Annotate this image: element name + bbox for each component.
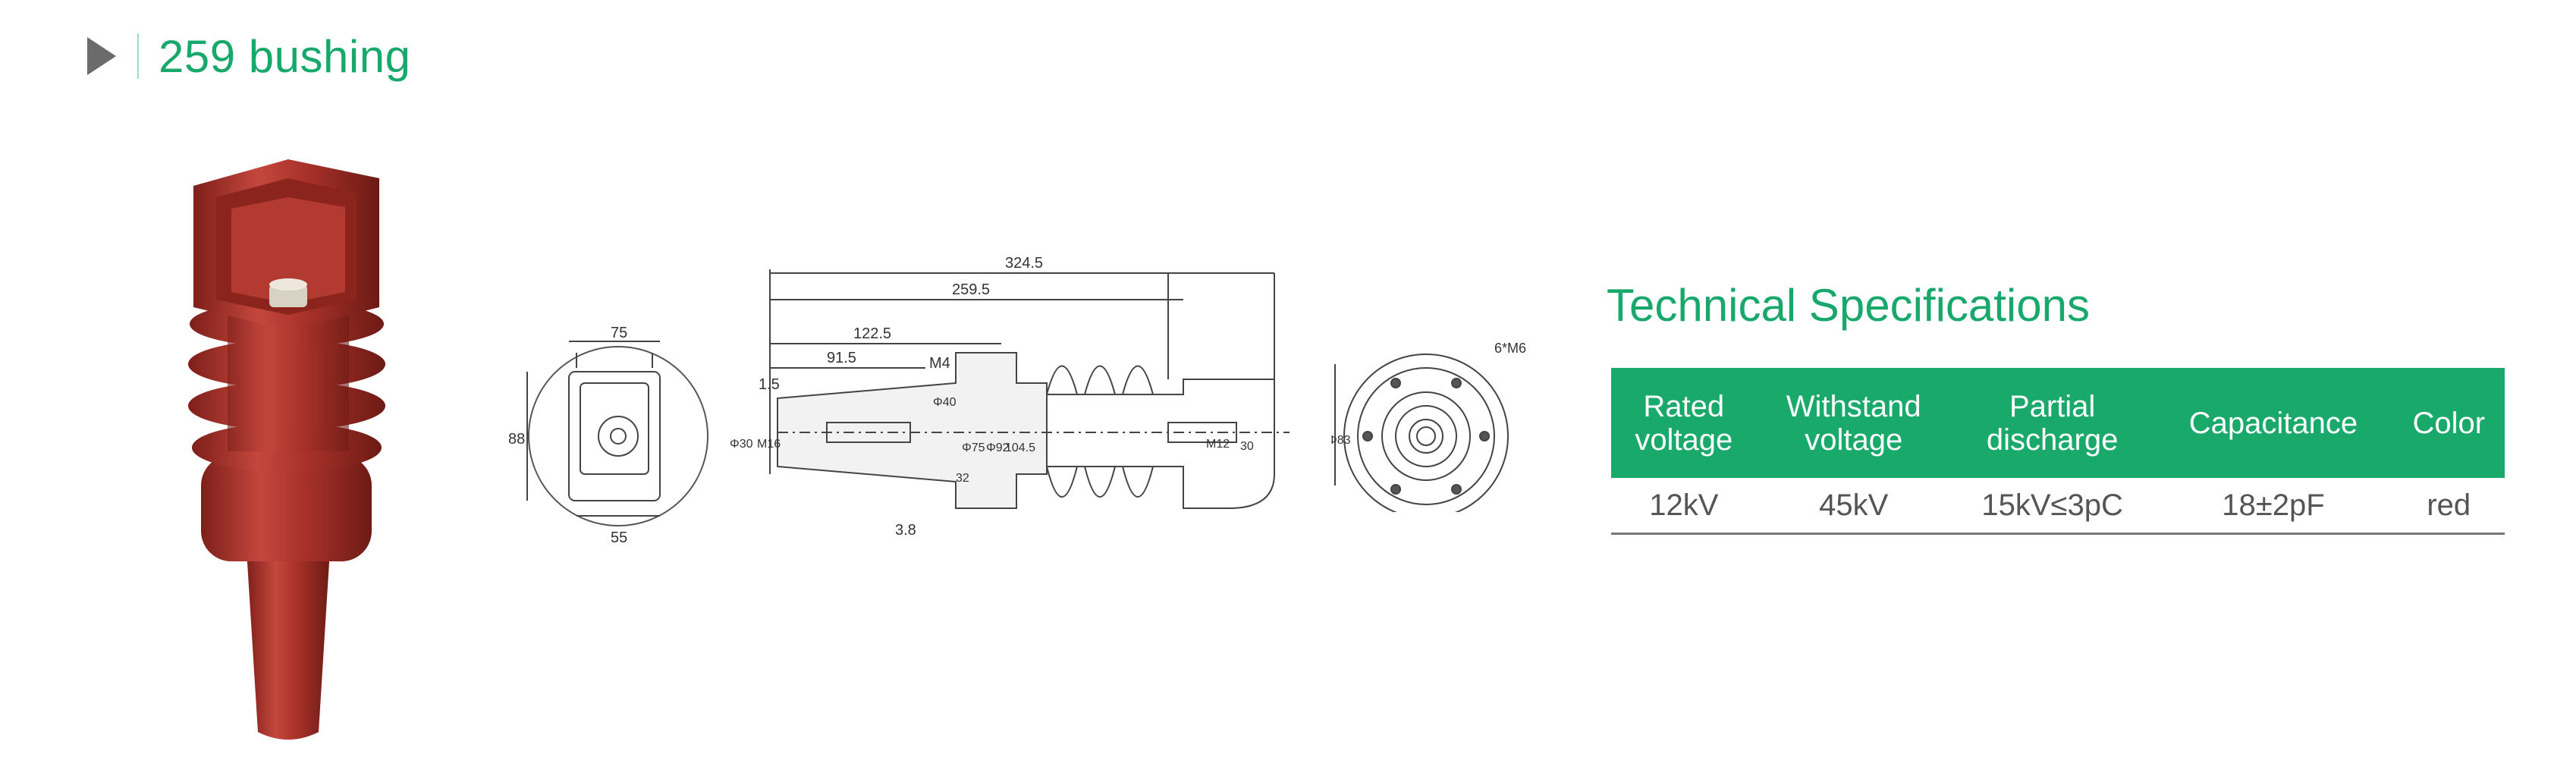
dim-bolt-pattern: 6*M6 (1494, 341, 1526, 356)
side-view (769, 269, 1290, 509)
page-title: 259 bushing (159, 30, 411, 82)
dim-d75: Φ75 (962, 441, 985, 454)
dim-length-2: 259.5 (952, 281, 990, 298)
dim-end-depth: 30 (1240, 440, 1254, 453)
cell-rated-voltage: 12kV (1611, 478, 1757, 535)
header-divider (137, 33, 139, 79)
dim-length-4: 91.5 (827, 350, 856, 366)
dim-hole-thread: M16 (757, 438, 781, 451)
bushing-photo (188, 159, 385, 740)
dim-front-base: 55 (611, 529, 627, 546)
dim-flange: 1.5 (759, 376, 780, 393)
cell-partial-discharge: 15kV≤3pC (1950, 478, 2154, 535)
technical-drawing: 75 55 88 324.5 259.5 122.5 91.5 1.5 M4 3… (508, 255, 1290, 546)
page-header: 259 bushing (87, 26, 410, 86)
dim-dia-30: Φ30 (730, 438, 753, 451)
dim-total-length: 324.5 (1005, 255, 1043, 272)
dim-d40: Φ40 (933, 396, 957, 409)
dim-front-height: 88 (508, 431, 525, 448)
spec-title: Technical Specifications (1607, 280, 2091, 331)
dim-r32: 32 (956, 472, 969, 485)
header-color: Color (2392, 368, 2505, 478)
dim-thickness: 3.8 (895, 522, 916, 539)
dim-d92: Φ92 (986, 441, 1010, 454)
play-icon (87, 37, 116, 75)
dim-length-3: 122.5 (853, 325, 891, 342)
dim-thread-m4: M4 (929, 355, 950, 372)
dim-front-width: 75 (611, 325, 627, 341)
cell-capacitance: 18±2pF (2153, 478, 2393, 535)
cell-color: red (2392, 478, 2505, 535)
cell-withstand-voltage: 45kV (1756, 478, 1951, 535)
table-row: 12kV 45kV 15kV≤3pC 18±2pF red (1611, 478, 2505, 535)
dim-end-thread: M12 (1206, 438, 1230, 451)
end-view-drawing: Φ83 6*M6 (1331, 341, 1526, 512)
header-capacitance: Capacitance (2153, 368, 2393, 478)
dim-d104: 104.5 (1005, 441, 1035, 454)
dim-dia-83: Φ83 (1331, 434, 1351, 447)
front-view (526, 341, 708, 526)
